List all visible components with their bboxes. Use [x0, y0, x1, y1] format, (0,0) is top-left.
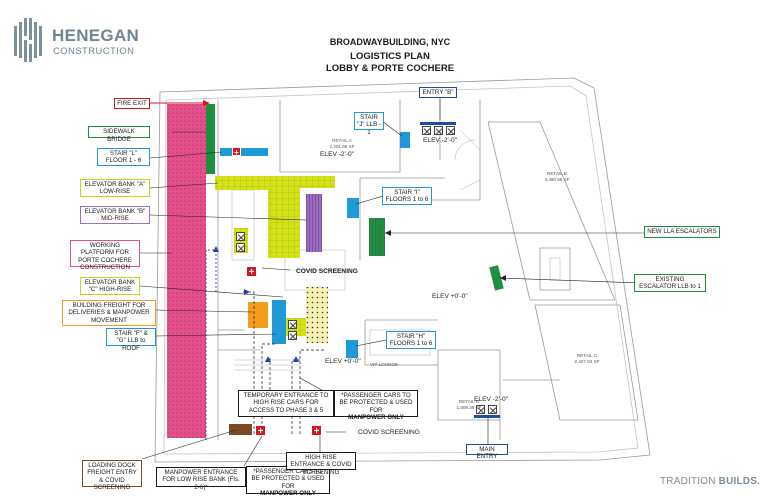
covid-cross-left-icon: + — [255, 425, 266, 437]
stair-j-area — [400, 132, 410, 148]
stair-j-label: STAIR "J" LLB - 1 — [354, 112, 384, 136]
passenger-note-2: *PASSENGER CARS TO BE PROTECTED & USED F… — [334, 390, 418, 421]
loading-dock-area — [229, 424, 252, 435]
stair-h-label: STAIR "H" FLOORS 1 to 6 — [386, 331, 436, 349]
title-plan: LOGISTICS PLAN — [350, 51, 430, 62]
elevator-bank-c-label: ELEVATOR BANK "C" HIGH-RISE — [80, 277, 140, 295]
vip-lounge: VIP LOUNGE — [370, 362, 398, 367]
stair-i-label: STAIR "I" FLOORS 1 to 6 — [382, 187, 432, 205]
elev-minus2-top: ELEV -2'-0" — [320, 151, 355, 158]
entry-b-label: ENTRY "B" — [419, 87, 457, 98]
elevator-bank-b-label: ELEVATOR BANK "B" MID-RISE — [80, 206, 150, 224]
elev-0-center: ELEV +0'-0" — [432, 293, 468, 300]
logo-name: HENEGAN — [52, 26, 140, 45]
main-entry-label: MAIN ENTRY — [466, 444, 508, 460]
high-rise-entrance-label: HIGH RISE ENTRANCE & COVID SCREENING — [286, 452, 356, 476]
entry-b-elevator-1-icon — [422, 126, 431, 135]
covid-screening-upper-label: COVID SCREENING — [296, 268, 358, 275]
stair-f-g-area — [272, 300, 286, 344]
lobby-elevator-2-icon — [236, 243, 245, 252]
passenger-note-1-emphasis: MANPOWER ONLY — [260, 490, 316, 498]
temporary-entrance-label: TEMPORARY ENTRANCE TO HIGH RISE CARS FOR… — [238, 390, 334, 417]
title-building: BROADWAYBUILDING, NYC — [329, 37, 451, 47]
stair-i-area — [347, 198, 359, 218]
sidewalk-bridge-area — [206, 104, 215, 174]
stair-f-g-label: STAIR "F" & "G" LLB to ROOF — [106, 328, 156, 352]
entry-b-bar — [420, 122, 456, 125]
tagline-part2: BUILDS. — [718, 476, 761, 487]
loading-dock-label: LOADING DOCK FREIGHT ENTRY & COVID SCREE… — [82, 460, 142, 491]
main-entry-elevator-1-icon — [476, 405, 485, 414]
fire-exit-label: FIRE EXIT — [114, 98, 150, 109]
entry-b-elevator-3-icon — [446, 126, 455, 135]
covid-screening-lower-label: COVID SCREENING — [358, 429, 420, 436]
passenger-note-2-text: *PASSENGER CARS TO BE PROTECTED & USED F… — [339, 392, 413, 414]
entry-b-elevator-2-icon — [434, 126, 443, 135]
elev-0-lobby: ELEV +0'-0" — [325, 358, 361, 365]
tagline: TRADITION BUILDS. — [660, 476, 760, 487]
page-title: BROADWAYBUILDING, NYC LOGISTICS PLAN LOB… — [290, 37, 490, 74]
building-freight-label: BUILDING FREIGHT FOR DELIVERIES & MANPOW… — [62, 300, 156, 326]
existing-escalator-area — [489, 265, 504, 291]
elev-minus2-main: ELEV -2'-0" — [474, 396, 509, 403]
passenger-note-1: *PASSENGER CARS TO BE PROTECTED & USED F… — [246, 466, 330, 498]
logo: HENEGAN CONSTRUCTION — [14, 18, 154, 64]
stair-l-area — [220, 148, 268, 156]
covid-cross-right-icon: + — [311, 425, 322, 437]
covid-cross-upper-icon: + — [246, 266, 257, 278]
new-escalators-label: NEW LLA ESCALATORS — [644, 226, 720, 238]
existing-escalator-label: EXISTING ESCALATOR LLB to 1 — [634, 274, 706, 292]
manpower-entrance-label: MANPOWER ENTRANCE FOR LOW RISE BANK (Fls… — [156, 467, 246, 491]
main-entry-elevator-2-icon — [488, 405, 497, 414]
main-entry-bar — [474, 415, 500, 418]
passenger-note-1-text: *PASSENGER CARS TO BE PROTECTED & USED F… — [251, 468, 325, 490]
sidewalk-cross-icon: + — [232, 147, 241, 157]
tagline-part1: TRADITION — [660, 476, 719, 487]
lobby-elevator-4-icon — [288, 331, 297, 340]
logo-sub: CONSTRUCTION — [53, 46, 135, 57]
lobby-elevator-3-icon — [288, 320, 297, 329]
building-freight-area — [248, 302, 268, 328]
title-area: LOBBY & PORTE COCHERE — [325, 63, 455, 74]
stair-l-label: STAIR "L" FLOOR 1 - 6 — [97, 148, 150, 166]
elevator-bank-a-label: ELEVATOR BANK "A" LOW-RISE — [80, 179, 150, 197]
sidewalk-bridge-label: SIDEWALK BRIDGE — [88, 126, 150, 143]
stair-h-area — [346, 340, 358, 358]
elev-minus2-entry: ELEV -2'-0" — [423, 137, 458, 144]
lobby-elevator-1-icon — [236, 232, 245, 241]
logo-mark-icon — [14, 18, 42, 62]
passenger-note-2-emphasis: MANPOWER ONLY — [348, 414, 404, 422]
working-platform-label: WORKING PLATFORM FOR PORTE COCHERE CONST… — [70, 240, 140, 271]
